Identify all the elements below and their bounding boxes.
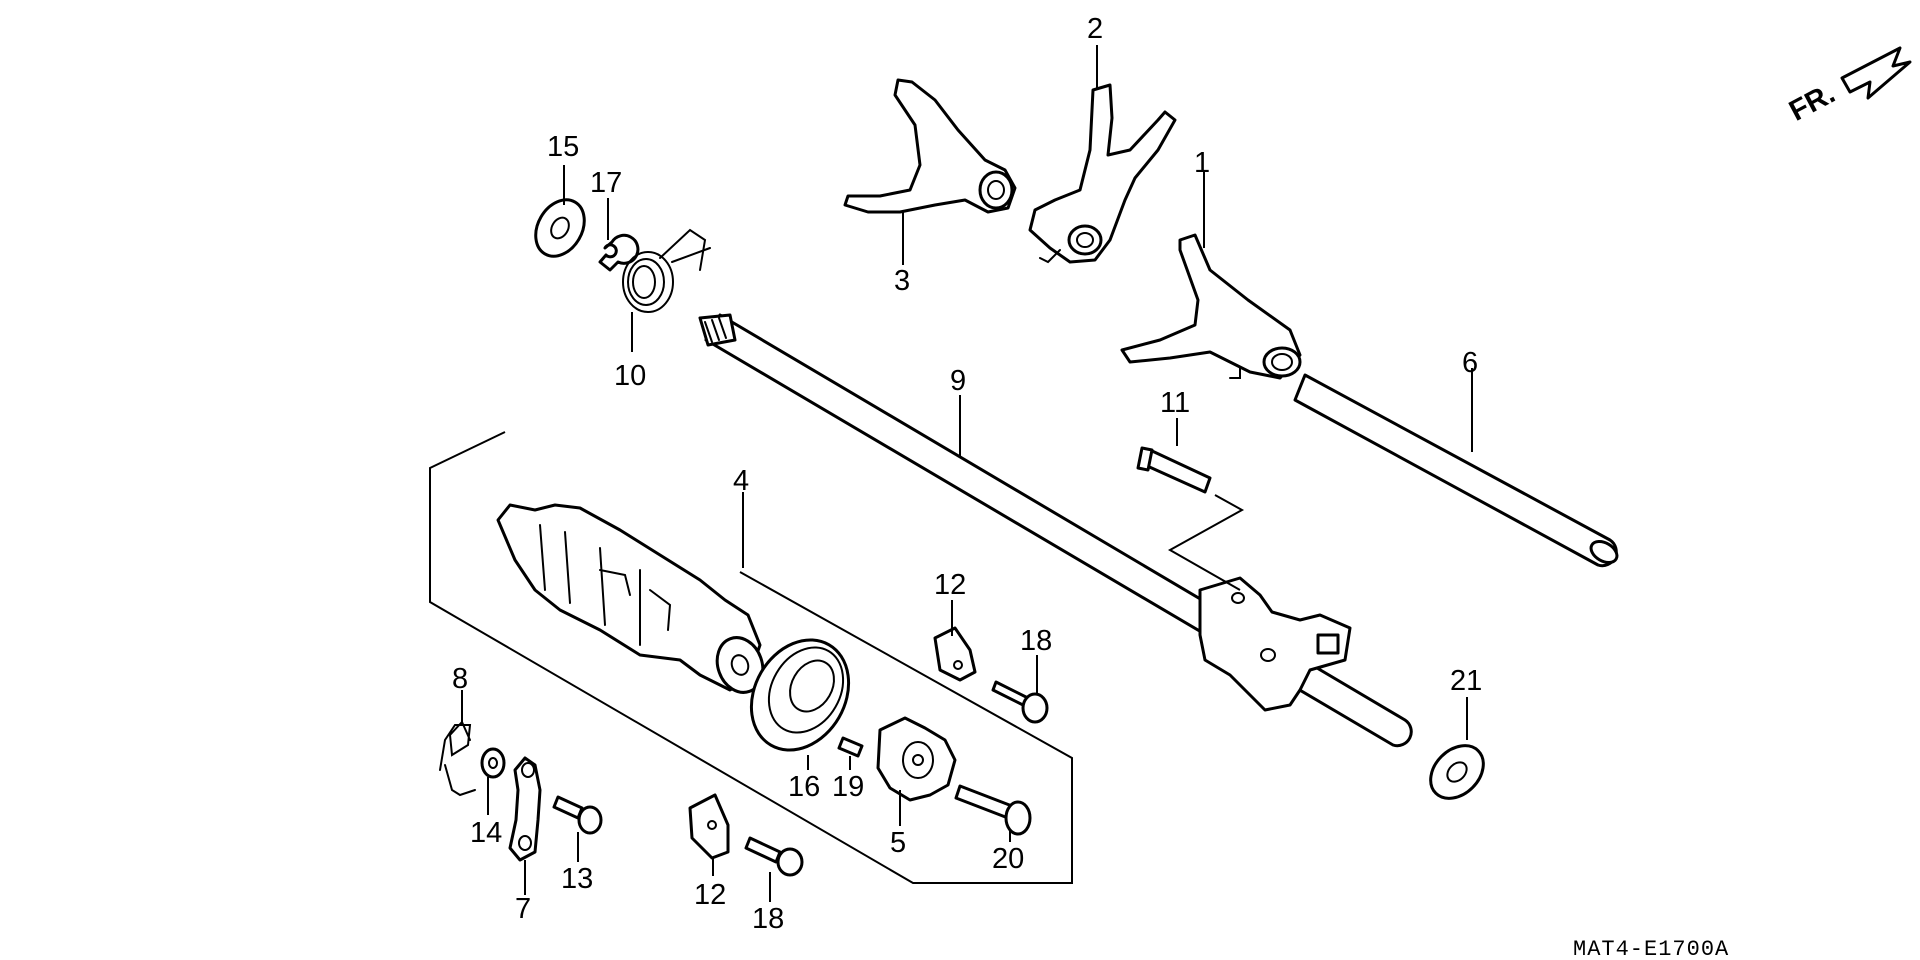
diagram-code: MAT4-E1700A — [1573, 937, 1729, 960]
label-part-9: 9 — [950, 365, 966, 397]
label-part-7: 7 — [515, 893, 531, 925]
label-part-8: 8 — [452, 663, 468, 695]
part-12-plate-upper — [933, 600, 977, 682]
part-5-drum-center — [876, 716, 957, 826]
label-part-18-upper: 18 — [1020, 625, 1052, 657]
label-part-12-upper: 12 — [934, 569, 966, 601]
label-part-15: 15 — [547, 131, 579, 163]
label-part-6: 6 — [1462, 347, 1478, 379]
part-20-bolt — [954, 784, 1032, 842]
part-17-circlip — [598, 198, 640, 272]
label-part-10: 10 — [614, 360, 646, 392]
part-12-plate-lower — [688, 793, 730, 876]
part-19-dowel-pin — [837, 736, 864, 770]
label-part-2: 2 — [1087, 13, 1103, 45]
part-14-washer — [480, 747, 506, 815]
part-15-washer — [534, 165, 586, 258]
label-part-13: 13 — [561, 863, 593, 895]
label-part-20: 20 — [992, 843, 1024, 875]
part-16-bearing — [749, 638, 851, 770]
part-18-bolt-lower — [744, 836, 804, 902]
front-direction-arrow: FR. — [1784, 46, 1912, 128]
label-part-11: 11 — [1160, 387, 1190, 419]
part-18-bolt-upper — [991, 655, 1049, 724]
label-part-3: 3 — [894, 265, 910, 297]
label-part-4: 4 — [733, 465, 749, 497]
part-7-stopper-arm — [508, 756, 542, 895]
label-part-19: 19 — [832, 771, 864, 803]
label-part-5: 5 — [890, 827, 906, 859]
part-13-bolt — [552, 795, 603, 862]
label-part-1: 1 — [1194, 147, 1210, 179]
part-6-fork-shaft — [1293, 368, 1619, 568]
part-number-labels: 1 2 3 4 5 6 7 8 9 10 11 12 12 13 14 15 1… — [452, 13, 1482, 935]
part-11-pin — [1136, 418, 1245, 591]
part-2-shift-fork — [1028, 45, 1177, 264]
label-part-18-lower: 18 — [752, 903, 784, 935]
part-4-shift-drum — [496, 492, 765, 694]
part-1-shift-fork — [1120, 172, 1302, 380]
arrow-icon — [1840, 46, 1912, 100]
part-10-spring — [622, 228, 711, 352]
part-8-spring — [439, 690, 476, 797]
label-part-12-lower: 12 — [694, 879, 726, 911]
label-part-14: 14 — [470, 817, 502, 849]
part-3-shift-fork — [843, 78, 1017, 265]
label-part-16-17-note: 17 — [590, 167, 622, 199]
drum-assembly-box — [429, 431, 1073, 884]
label-part-21: 21 — [1450, 665, 1482, 697]
label-part-16: 16 — [788, 771, 820, 803]
shift-arm-assembly — [1198, 576, 1352, 712]
part-21-washer — [1429, 697, 1485, 800]
front-label: FR. — [1784, 78, 1840, 128]
